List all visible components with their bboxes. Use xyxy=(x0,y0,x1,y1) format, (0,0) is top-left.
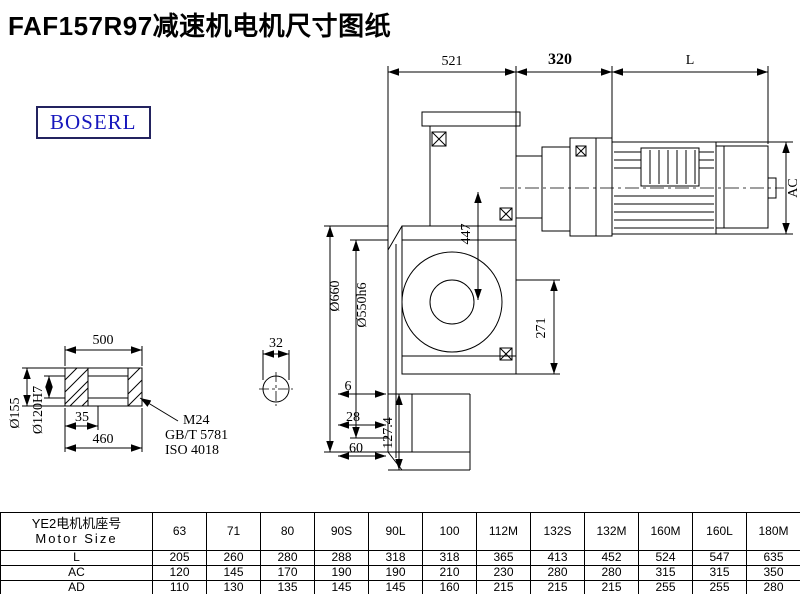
frame-size-header: 71 xyxy=(206,512,261,551)
frame-size-header: 160M xyxy=(638,512,693,551)
frame-size-header: 90L xyxy=(368,512,423,551)
table-cell: 255 xyxy=(692,579,747,594)
motor-size-header: YE2电机机座号 Motor Size xyxy=(0,512,153,551)
table-cell: 350 xyxy=(746,564,800,581)
dim-motor-length: L xyxy=(686,53,695,68)
dim-top-width: 521 xyxy=(442,54,463,69)
table-cell: 135 xyxy=(260,579,315,594)
table-cell: 170 xyxy=(260,564,315,581)
dim-foot-height: 127.4 xyxy=(381,417,396,449)
table-cell: 365 xyxy=(476,550,531,566)
dim-flange-spigot: Ø550h6 xyxy=(355,282,370,327)
frame-size-header: 100 xyxy=(422,512,477,551)
motor-size-header-cn: YE2电机机座号 xyxy=(31,515,122,531)
dim-adapter-width: 320 xyxy=(548,51,572,68)
table-cell: 288 xyxy=(314,550,369,566)
table-cell: 318 xyxy=(368,550,423,566)
dim-foot-c: 60 xyxy=(349,441,363,456)
dim-motor-diameter: AC xyxy=(786,178,800,197)
row-label: AD xyxy=(0,579,153,594)
dim-shaft-od: Ø155 xyxy=(8,397,23,428)
dim-thread-std2: ISO 4018 xyxy=(165,443,219,458)
dim-foot-b: 28 xyxy=(346,410,360,425)
dimension-lines xyxy=(22,66,793,470)
dim-center-to-base: 271 xyxy=(534,318,549,339)
frame-size-header: 63 xyxy=(152,512,207,551)
dim-shaft-length: 500 xyxy=(93,333,114,348)
table-cell: 190 xyxy=(314,564,369,581)
frame-size-header: 160L xyxy=(692,512,747,551)
table-cell: 215 xyxy=(530,579,585,594)
dim-shaft-usable: 460 xyxy=(93,432,114,447)
page-title: FAF157R97减速机电机尺寸图纸 xyxy=(8,11,392,41)
table-cell: 413 xyxy=(530,550,585,566)
motor-centerline xyxy=(259,187,784,406)
frame-size-header: 112M xyxy=(476,512,531,551)
row-label: AC xyxy=(0,564,153,581)
table-row-L: L 205 260 280 288 318 318 365 413 452 52… xyxy=(0,550,800,566)
table-cell: 110 xyxy=(152,579,207,594)
dim-flange-outer: Ø660 xyxy=(328,280,343,311)
table-cell: 315 xyxy=(638,564,693,581)
frame-size-header: 90S xyxy=(314,512,369,551)
table-cell: 145 xyxy=(368,579,423,594)
dim-foot-a: 6 xyxy=(345,379,352,394)
table-row-AC: AC 120 145 170 190 190 210 230 280 280 3… xyxy=(0,564,800,581)
row-label: L xyxy=(0,550,153,566)
table-cell: 215 xyxy=(476,579,531,594)
table-cell: 318 xyxy=(422,550,477,566)
table-cell: 260 xyxy=(206,550,261,566)
dimension-labels: 521 320 L AC 447 Ø660 Ø550h6 271 500 32 … xyxy=(8,51,800,458)
table-cell: 280 xyxy=(584,564,639,581)
shaft-detail-outline xyxy=(64,367,143,407)
table-header-row: YE2电机机座号 Motor Size 63 71 80 90S 90L 100… xyxy=(0,512,800,551)
dimension-table: YE2电机机座号 Motor Size 63 71 80 90S 90L 100… xyxy=(0,512,800,594)
table-cell: 280 xyxy=(530,564,585,581)
motor-size-header-en: Motor Size xyxy=(35,530,118,546)
table-cell: 452 xyxy=(584,550,639,566)
table-cell: 280 xyxy=(746,579,800,594)
dim-center-height: 447 xyxy=(459,224,474,245)
table-cell: 635 xyxy=(746,550,800,566)
gearbox-outline xyxy=(387,111,521,471)
table-cell: 280 xyxy=(260,550,315,566)
brand-badge: BOSERL xyxy=(36,106,151,139)
table-cell: 210 xyxy=(422,564,477,581)
table-cell: 230 xyxy=(476,564,531,581)
table-cell: 255 xyxy=(638,579,693,594)
motor-outline xyxy=(515,137,777,237)
table-cell: 130 xyxy=(206,579,261,594)
table-cell: 160 xyxy=(422,579,477,594)
dim-thread-std1: GB/T 5781 xyxy=(165,428,228,443)
table-cell: 145 xyxy=(314,579,369,594)
frame-size-header: 80 xyxy=(260,512,315,551)
table-cell: 145 xyxy=(206,564,261,581)
frame-size-header: 132S xyxy=(530,512,585,551)
table-cell: 205 xyxy=(152,550,207,566)
frame-size-header: 132M xyxy=(584,512,639,551)
table-cell: 524 xyxy=(638,550,693,566)
table-cell: 215 xyxy=(584,579,639,594)
table-cell: 315 xyxy=(692,564,747,581)
table-cell: 547 xyxy=(692,550,747,566)
technical-drawing: 521 320 L AC 447 Ø660 Ø550h6 271 500 32 … xyxy=(8,51,800,471)
table-cell: 190 xyxy=(368,564,423,581)
dim-key-width: 32 xyxy=(269,336,283,351)
dim-shaft-bore: Ø120H7 xyxy=(31,386,46,434)
dim-thread: M24 xyxy=(183,413,209,428)
table-row-AD: AD 110 130 135 145 145 160 215 215 215 2… xyxy=(0,579,800,594)
table-cell: 120 xyxy=(152,564,207,581)
frame-size-header: 180M xyxy=(746,512,800,551)
dim-shaft-step: 35 xyxy=(75,410,89,425)
